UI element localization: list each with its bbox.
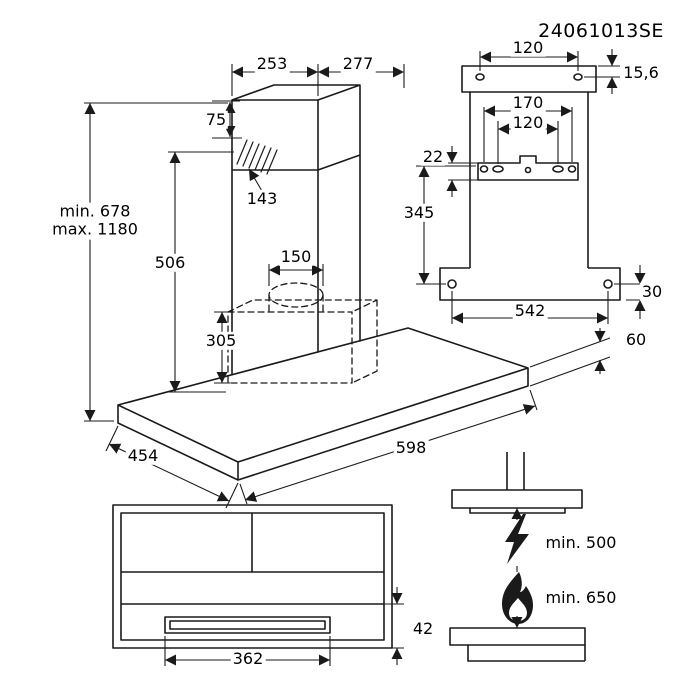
top-mounting-hole-left	[475, 73, 485, 81]
dim-bracket-inner-holes-label: 120	[510, 112, 546, 133]
dim-duct-diameter-label: 150	[278, 246, 314, 267]
dim-bracket-outer-holes-label: 170	[510, 92, 546, 113]
dim-top-hole-offset-label: 15,6	[621, 62, 661, 83]
gas-clearance-label: min. 650	[543, 587, 619, 608]
dim-vent-offset-label: 75	[203, 109, 229, 130]
part-number: 24061013SE	[538, 20, 664, 42]
dim-chimney-top-depth-label: 277	[340, 53, 376, 74]
hob-surface	[449, 627, 586, 662]
hood-side-profile	[451, 452, 583, 514]
base-hole-left	[447, 279, 457, 289]
dim-total-height-label: min. 678 max. 1180	[50, 201, 140, 240]
filter-panel	[164, 616, 331, 634]
dim-box-height-label: 305	[203, 330, 239, 351]
front-panel-view	[112, 504, 393, 649]
dim-bracket-distance-label: 345	[401, 202, 437, 223]
vent-slats	[236, 139, 278, 175]
bracket-hole-center	[524, 166, 532, 174]
dim-vent-width-label: 143	[244, 188, 280, 209]
clearance-view	[449, 452, 586, 662]
dim-bracket-height-label: 22	[420, 146, 446, 167]
dim-filter-width-label: 362	[230, 648, 266, 669]
dim-base-holes-label: 542	[512, 300, 548, 321]
electric-clearance-label: min. 500	[543, 532, 619, 553]
bracket-hole-outer-right	[567, 165, 577, 173]
hood-body-slab	[117, 327, 529, 481]
base-hole-right	[603, 279, 613, 289]
dim-body-thickness-label: 60	[623, 329, 649, 350]
bracket-hole-outer-left	[479, 165, 489, 173]
dimension-lines	[84, 49, 648, 666]
duct-outlet-ellipse	[268, 282, 324, 308]
dim-body-width-label: 598	[393, 437, 429, 458]
bracket-slot-left	[492, 165, 504, 173]
dim-base-hole-offset-label: 30	[639, 281, 665, 302]
lightning-icon	[505, 514, 529, 564]
dim-body-depth-label: 454	[125, 445, 161, 466]
chimney-outline	[231, 84, 361, 375]
bracket-slot-right	[552, 165, 564, 173]
wall-bracket	[477, 155, 579, 181]
flame-icon	[502, 572, 533, 624]
dim-chimney-top-width-label: 253	[254, 53, 290, 74]
hood-isometric-view	[117, 84, 529, 481]
dim-chimney-height-label: 506	[152, 252, 188, 273]
dim-top-holes-label: 120	[510, 37, 546, 58]
top-mounting-hole-right	[573, 73, 583, 81]
recirculation-box-dashed	[227, 282, 378, 384]
dim-filter-height-label: 42	[410, 618, 436, 639]
